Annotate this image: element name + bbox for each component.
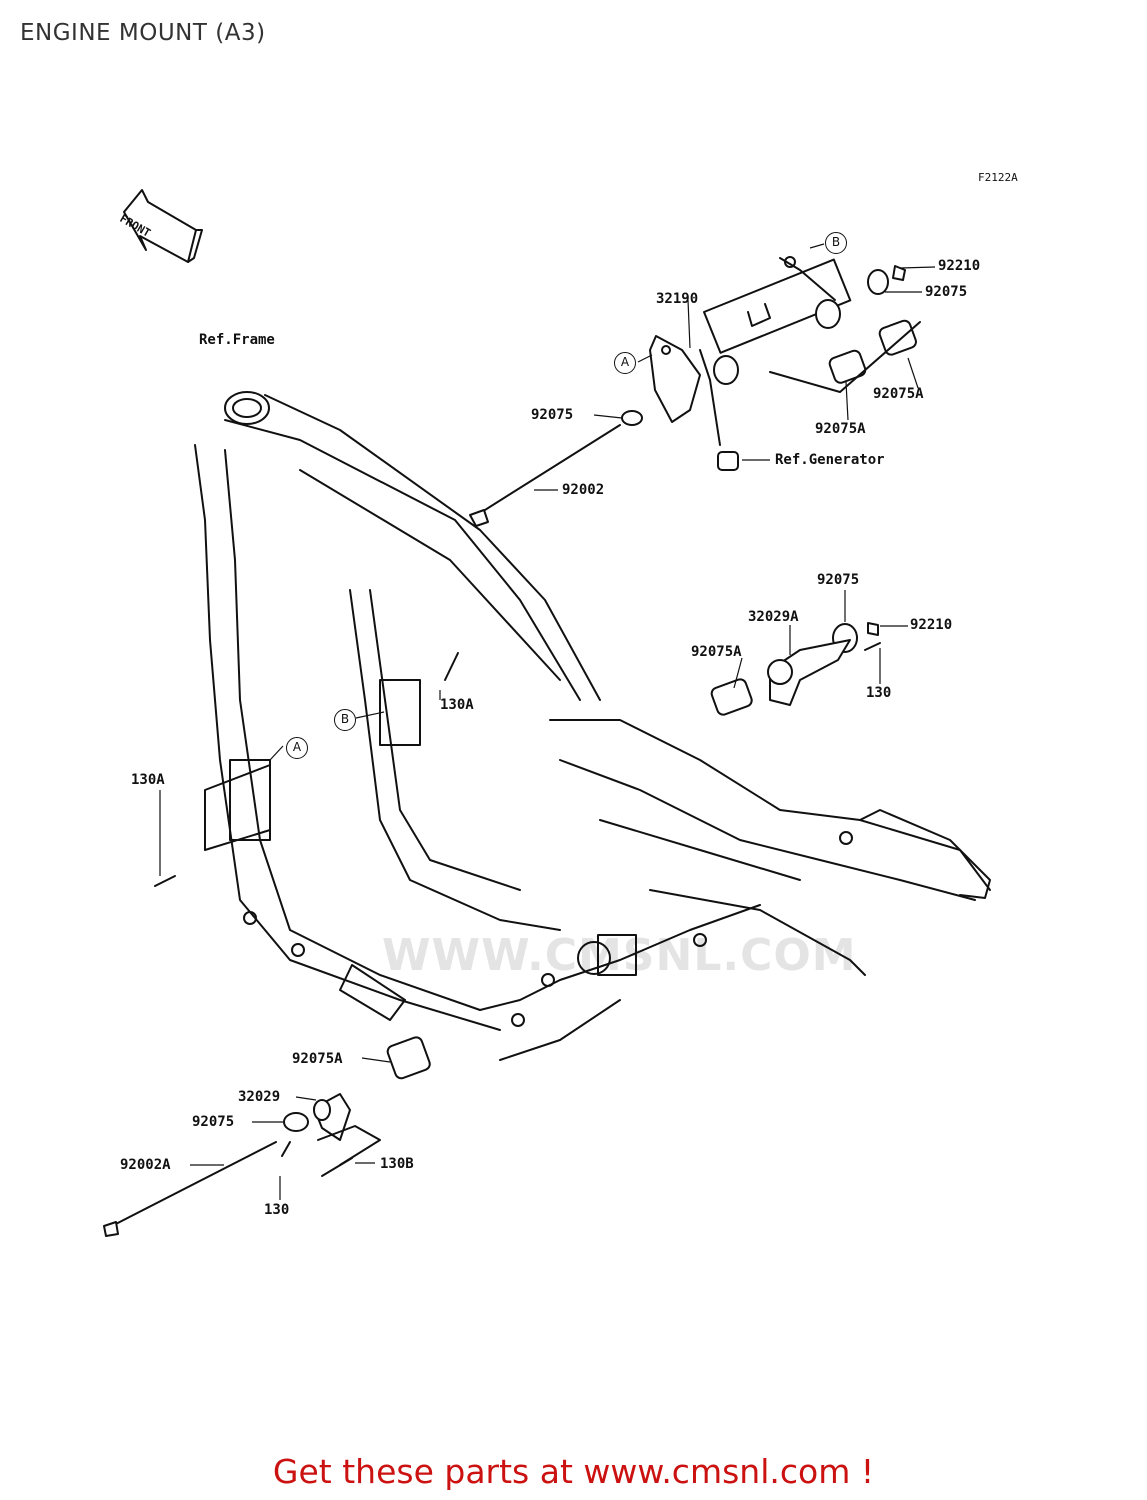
cta-link[interactable]: Get these parts at www.cmsnl.com !: [272, 1452, 875, 1491]
figure-code: F2122A: [978, 171, 1018, 184]
part-32190: 32190: [656, 291, 699, 307]
motorcycle-frame-icon: [194, 391, 991, 1061]
part-92210-top: 92210: [938, 258, 981, 274]
middle-engine-mount-assembly: [444, 622, 881, 716]
callout-b-top: B: [825, 232, 847, 254]
upper-engine-mount-assembly: [469, 256, 921, 527]
callout-b-frame: B: [334, 709, 356, 731]
part-130-mid: 130: [866, 685, 892, 701]
part-92075A-top-right: 92075A: [873, 386, 924, 402]
part-32029A: 32029A: [748, 609, 799, 625]
watermark: WWW.CMSNL.COM: [382, 930, 857, 981]
part-92075-mid: 92075: [817, 572, 860, 588]
part-92075-top-left: 92075: [531, 407, 574, 423]
part-92075A-mid: 92075A: [691, 644, 742, 660]
callout-a-top: A: [614, 352, 636, 374]
part-92002: 92002: [562, 482, 605, 498]
part-32029: 32029: [238, 1089, 281, 1105]
part-130-bottom: 130: [264, 1202, 290, 1218]
part-92075A-top-mid: 92075A: [815, 421, 866, 437]
label-ref-frame: Ref.Frame: [199, 332, 275, 348]
front-arrow-icon: [123, 189, 203, 263]
part-92002A: 92002A: [120, 1157, 171, 1173]
part-130A-left: 130A: [131, 772, 165, 788]
label-ref-generator: Ref.Generator: [775, 452, 885, 468]
part-92210-mid: 92210: [910, 617, 953, 633]
page-title: ENGINE MOUNT (A3): [20, 20, 266, 46]
part-92075-bottom: 92075: [192, 1114, 235, 1130]
callout-a-frame: A: [286, 737, 308, 759]
part-92075-top-right: 92075: [925, 284, 968, 300]
part-92075A-bottom: 92075A: [292, 1051, 343, 1067]
part-130B: 130B: [380, 1156, 414, 1172]
part-130A-mid: 130A: [440, 697, 474, 713]
lower-engine-mount-assembly: [103, 1036, 431, 1237]
